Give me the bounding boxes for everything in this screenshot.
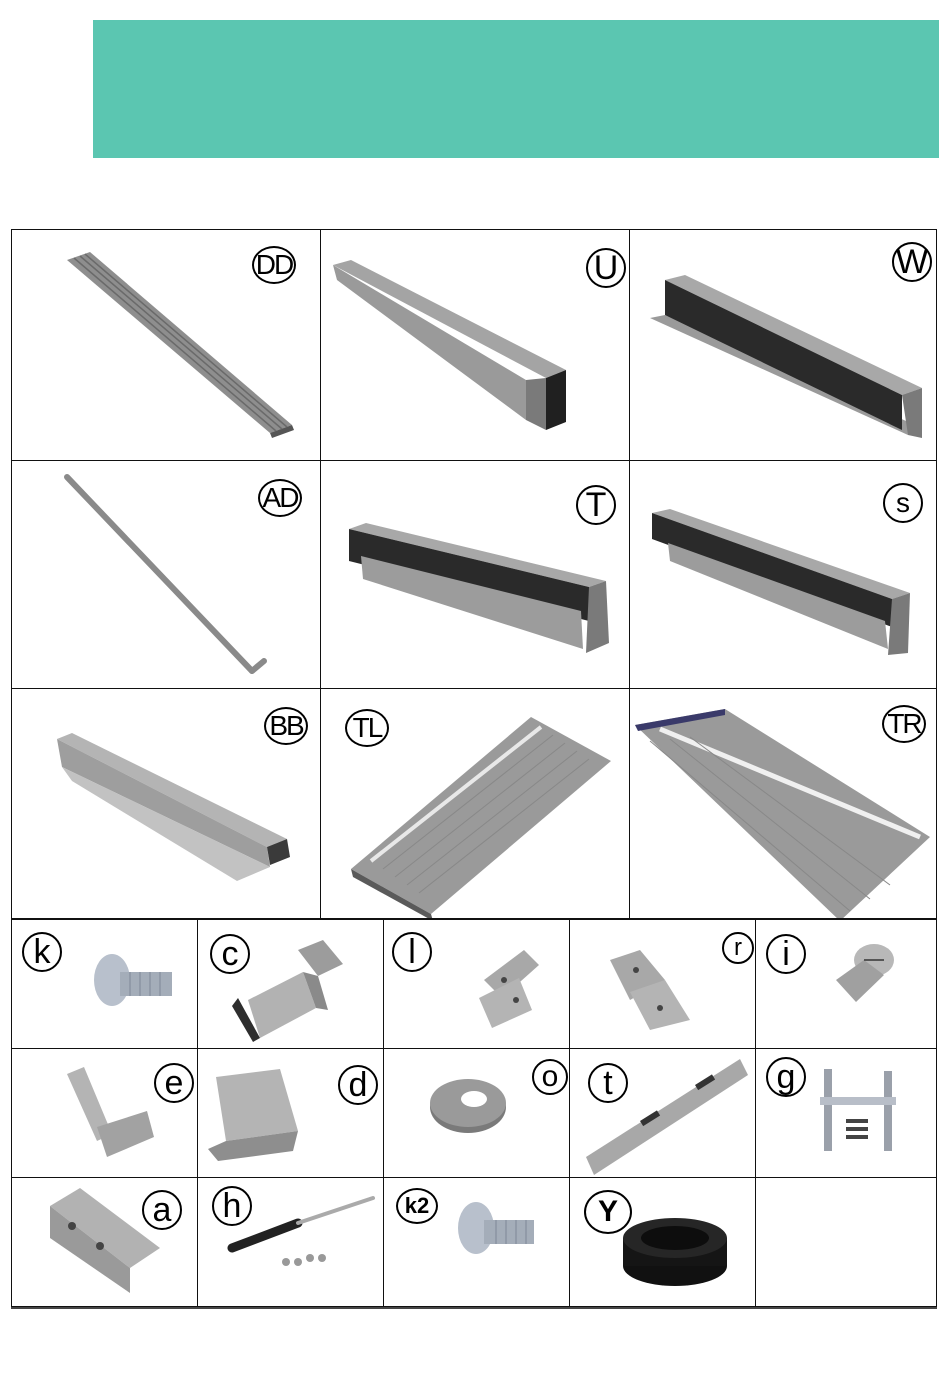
- part-label-e: e: [154, 1063, 194, 1103]
- part-label-k2: k2: [396, 1188, 438, 1224]
- part-cell-t-small: t: [569, 1048, 756, 1178]
- part-cell-e: e: [11, 1048, 198, 1178]
- part-label-o: o: [532, 1059, 568, 1095]
- part-label-tl: TL: [345, 709, 389, 747]
- part-cell-c: c: [197, 919, 384, 1049]
- part-cell-dd: DD: [11, 229, 321, 461]
- part-label-c: c: [210, 934, 250, 974]
- bottom-rule: [11, 1307, 937, 1309]
- part-label-bb: BB: [264, 707, 308, 745]
- part-cell-g: g: [755, 1048, 937, 1178]
- part-cell-l: l: [383, 919, 570, 1049]
- part-cell-ad: AD: [11, 460, 321, 689]
- part-cell-w: W: [629, 229, 937, 461]
- part-cell-a: a: [11, 1177, 198, 1307]
- empty-cell: [755, 1177, 937, 1307]
- part-label-dd: DD: [252, 246, 296, 284]
- part-cell-k: k: [11, 919, 198, 1049]
- part-label-y: Y: [584, 1190, 632, 1234]
- small-parts-grid: k c l r i: [11, 919, 937, 1307]
- part-label-k: k: [22, 932, 62, 972]
- part-label-h: h: [212, 1186, 252, 1226]
- part-cell-bb: BB: [11, 688, 321, 919]
- part-label-tr: TR: [882, 705, 926, 743]
- part-label-i: i: [766, 934, 806, 974]
- part-cell-i: i: [755, 919, 937, 1049]
- part-cell-h: h: [197, 1177, 384, 1307]
- part-label-t: T: [576, 485, 616, 525]
- part-cell-r: r: [569, 919, 756, 1049]
- part-label-t-small: t: [588, 1063, 628, 1103]
- part-label-d: d: [338, 1065, 378, 1105]
- part-cell-d: d: [197, 1048, 384, 1178]
- part-cell-tl: TL: [320, 688, 630, 919]
- large-parts-grid: DD U W AD T: [11, 229, 937, 919]
- part-label-a: a: [142, 1190, 182, 1230]
- part-cell-s: s: [629, 460, 937, 689]
- part-label-g: g: [766, 1057, 806, 1097]
- part-label-u: U: [586, 248, 626, 288]
- part-cell-o: o: [383, 1048, 570, 1178]
- u-channel-icon: [321, 230, 630, 461]
- part-cell-t: T: [320, 460, 630, 689]
- w-channel-icon: [630, 230, 937, 461]
- part-cell-k2: k2: [383, 1177, 570, 1307]
- part-label-w: W: [892, 242, 932, 282]
- part-cell-y: Y: [569, 1177, 756, 1307]
- part-label-l: l: [392, 932, 432, 972]
- part-label-ad: AD: [258, 479, 302, 517]
- header-banner: [93, 20, 939, 158]
- part-cell-u: U: [320, 229, 630, 461]
- part-label-r: r: [722, 932, 754, 964]
- part-label-s: s: [883, 483, 923, 523]
- part-cell-tr: TR: [629, 688, 937, 919]
